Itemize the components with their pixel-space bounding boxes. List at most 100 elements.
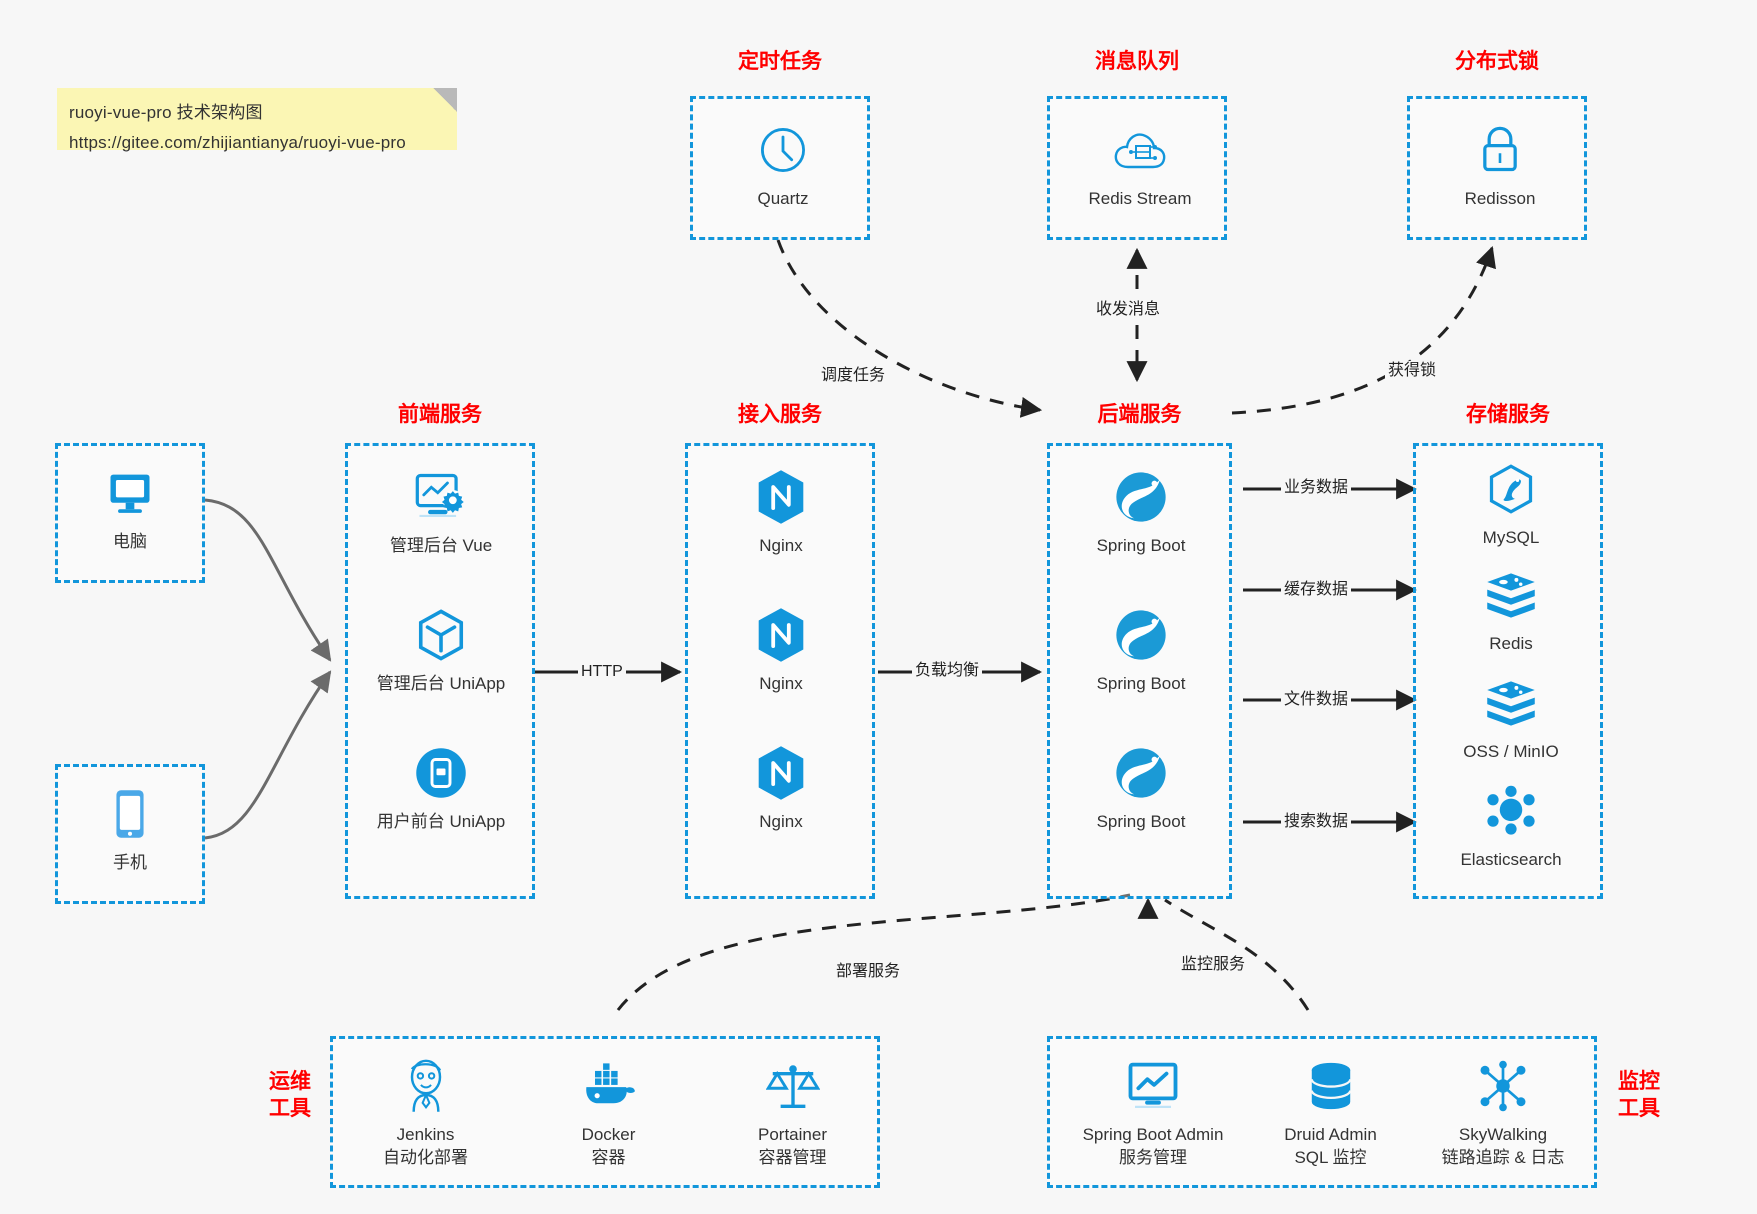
node-nginx-1[interactable]: Nginx xyxy=(706,468,856,557)
edge-label-load-balance: 负载均衡 xyxy=(912,661,983,681)
node-redis-stream[interactable]: Redis Stream xyxy=(1065,121,1215,210)
node-label: Jenkins xyxy=(396,1125,455,1144)
project-note: ruoyi-vue-pro 技术架构图 https://gitee.com/zh… xyxy=(57,88,457,152)
note-url: https://gitee.com/zhijiantianya/ruoyi-vu… xyxy=(69,133,406,152)
node-label: Nginx xyxy=(759,536,803,555)
group-title-storage: 存储服务 xyxy=(1466,403,1550,426)
node-quartz[interactable]: Quartz xyxy=(708,121,858,210)
node-mysql[interactable]: MySQL xyxy=(1436,460,1586,549)
group-distributed-lock: Redisson xyxy=(1407,96,1587,240)
group-title-backend: 后端服务 xyxy=(1097,403,1182,426)
node-nginx-3[interactable]: Nginx xyxy=(706,744,856,833)
node-redisson[interactable]: Redisson xyxy=(1425,121,1575,210)
edge-label-schedule-task: 调度任务 xyxy=(818,366,889,386)
group-title-message-queue: 消息队列 xyxy=(1095,50,1179,73)
group-monitor-tools: Spring Boot Admin 服务管理 Druid Admin SQL 监… xyxy=(1047,1036,1597,1188)
node-label: Redis xyxy=(1489,634,1533,653)
node-elasticsearch[interactable]: Elasticsearch xyxy=(1436,782,1586,871)
phone-app-icon xyxy=(366,744,516,802)
node-skywalking[interactable]: SkyWalking 链路追踪 & 日志 xyxy=(1408,1057,1598,1169)
group-title-distributed-lock: 分布式锁 xyxy=(1455,50,1539,73)
group-client-desktop: 电脑 xyxy=(55,443,205,583)
nginx-icon xyxy=(706,744,856,802)
mysql-dolphin-icon xyxy=(1436,460,1586,518)
node-spring-boot-3[interactable]: Spring Boot xyxy=(1066,744,1216,833)
node-label: 电脑 xyxy=(113,532,147,551)
spring-leaf-icon xyxy=(1066,606,1216,664)
node-label: Elasticsearch xyxy=(1460,850,1562,869)
node-admin-uniapp[interactable]: 管理后台 UniApp xyxy=(366,606,516,695)
edge-label-acquire-lock: 获得锁 xyxy=(1385,361,1440,381)
mobile-icon xyxy=(58,785,202,843)
edge-label-monitor-service: 监控服务 xyxy=(1178,955,1249,975)
node-label: Redis Stream xyxy=(1088,189,1192,208)
node-sublabel: 容器管理 xyxy=(758,1148,827,1167)
dashboard-gear-icon xyxy=(366,468,516,526)
devops-title-line2: 工具 xyxy=(269,1097,311,1120)
group-title-devops: 运维 工具 xyxy=(258,1068,322,1122)
jenkins-butler-icon xyxy=(348,1057,503,1115)
node-sublabel: SQL 监控 xyxy=(1294,1148,1367,1167)
redis-stack-icon xyxy=(1436,566,1586,624)
node-sublabel: 容器 xyxy=(591,1148,626,1167)
group-title-monitor: 监控 工具 xyxy=(1607,1068,1671,1122)
group-title-scheduled-task: 定时任务 xyxy=(738,50,822,73)
edge-label-file-data: 文件数据 xyxy=(1281,690,1352,710)
node-label: Redisson xyxy=(1464,189,1536,208)
node-spring-boot-2[interactable]: Spring Boot xyxy=(1066,606,1216,695)
node-jenkins[interactable]: Jenkins 自动化部署 xyxy=(348,1057,503,1169)
note-title: ruoyi-vue-pro 技术架构图 xyxy=(69,103,263,122)
edge-label-send-receive-message: 收发消息 xyxy=(1093,300,1164,320)
edge-label-deploy-service: 部署服务 xyxy=(833,962,904,982)
devops-title-line1: 运维 xyxy=(269,1070,311,1093)
node-label: Spring Boot xyxy=(1096,812,1186,831)
node-spring-boot-1[interactable]: Spring Boot xyxy=(1066,468,1216,557)
node-docker[interactable]: Docker 容器 xyxy=(531,1057,686,1169)
node-label: Druid Admin xyxy=(1284,1125,1377,1144)
scales-icon xyxy=(715,1057,870,1115)
cube-icon xyxy=(366,606,516,664)
node-sublabel: 自动化部署 xyxy=(383,1148,468,1167)
node-label: Spring Boot xyxy=(1096,536,1186,555)
group-scheduled-task: Quartz xyxy=(690,96,870,240)
group-gateway: Nginx Nginx Nginx xyxy=(685,443,875,899)
node-label: Spring Boot xyxy=(1096,674,1186,693)
node-mobile[interactable]: 手机 xyxy=(58,785,202,874)
node-admin-vue[interactable]: 管理后台 Vue xyxy=(366,468,516,557)
nginx-icon xyxy=(706,468,856,526)
node-spring-boot-admin[interactable]: Spring Boot Admin 服务管理 xyxy=(1058,1057,1248,1169)
spring-leaf-icon xyxy=(1066,468,1216,526)
node-desktop[interactable]: 电脑 xyxy=(58,464,202,553)
edge-label-business-data: 业务数据 xyxy=(1281,478,1352,498)
edge-label-http: HTTP xyxy=(578,662,626,682)
desktop-icon xyxy=(58,464,202,522)
elasticsearch-icon xyxy=(1436,782,1586,840)
node-oss-minio[interactable]: OSS / MinIO xyxy=(1436,674,1586,763)
node-druid-admin[interactable]: Druid Admin SQL 监控 xyxy=(1253,1057,1408,1169)
node-nginx-2[interactable]: Nginx xyxy=(706,606,856,695)
node-portainer[interactable]: Portainer 容器管理 xyxy=(715,1057,870,1169)
node-label: Nginx xyxy=(759,812,803,831)
node-sublabel: 服务管理 xyxy=(1119,1148,1187,1167)
spring-leaf-icon xyxy=(1066,744,1216,802)
node-user-uniapp[interactable]: 用户前台 UniApp xyxy=(366,744,516,833)
clock-icon xyxy=(708,121,858,179)
node-label: 用户前台 UniApp xyxy=(376,812,506,831)
node-sublabel: 链路追踪 & 日志 xyxy=(1441,1148,1565,1167)
node-label: Docker xyxy=(581,1125,636,1144)
node-label: 管理后台 Vue xyxy=(389,536,493,555)
lock-icon xyxy=(1425,121,1575,179)
group-client-mobile: 手机 xyxy=(55,764,205,904)
node-label: MySQL xyxy=(1482,528,1540,547)
node-label: Nginx xyxy=(759,674,803,693)
monitor-title-line2: 工具 xyxy=(1618,1097,1660,1120)
note-fold-corner xyxy=(433,88,457,112)
nginx-icon xyxy=(706,606,856,664)
docker-whale-icon xyxy=(531,1057,686,1115)
node-redis[interactable]: Redis xyxy=(1436,566,1586,655)
redis-stack-icon xyxy=(1436,674,1586,732)
group-backend: Spring Boot Spring Boot Spring Boot xyxy=(1047,443,1232,899)
group-message-queue: Redis Stream xyxy=(1047,96,1227,240)
node-label: OSS / MinIO xyxy=(1463,742,1559,761)
